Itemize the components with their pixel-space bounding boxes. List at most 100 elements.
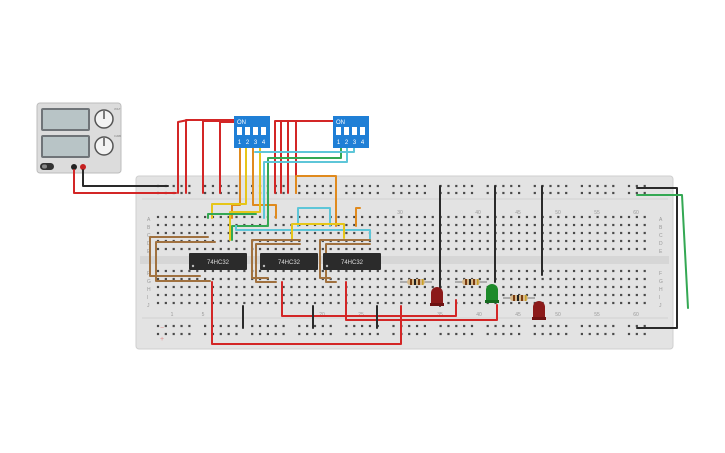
switch-wire[interactable] bbox=[177, 119, 189, 194]
rail-wire[interactable] bbox=[636, 187, 678, 329]
output-wire[interactable] bbox=[345, 281, 498, 321]
switch-output-wire[interactable] bbox=[254, 146, 355, 153]
breadboard-hole bbox=[298, 293, 301, 297]
bench-power-supply-icon[interactable]: VOLT CURR bbox=[36, 102, 122, 174]
breadboard-hole bbox=[596, 277, 599, 281]
brown-wire[interactable] bbox=[155, 241, 216, 282]
switch-wire[interactable] bbox=[219, 121, 241, 194]
breadboard-hole bbox=[525, 285, 529, 289]
rail-hole bbox=[235, 324, 238, 328]
rail-hole bbox=[361, 324, 364, 328]
switch-output-wire[interactable] bbox=[207, 213, 257, 219]
positive-terminal-icon[interactable] bbox=[80, 164, 86, 170]
breadboard-hole bbox=[447, 293, 450, 297]
breadboard-hole bbox=[290, 215, 293, 219]
led-green[interactable] bbox=[485, 284, 499, 303]
breadboard-hole bbox=[274, 223, 277, 227]
rail-hole bbox=[353, 324, 356, 328]
rail-hole bbox=[313, 332, 317, 336]
breadboard-hole bbox=[219, 223, 222, 227]
breadboard-hole bbox=[156, 223, 160, 227]
switch-output-wire[interactable] bbox=[291, 223, 345, 241]
switch-output-wire[interactable] bbox=[297, 207, 331, 227]
breadboard-hole bbox=[620, 293, 623, 297]
negative-terminal-icon[interactable] bbox=[71, 164, 77, 170]
rail-hole bbox=[510, 184, 513, 188]
breadboard-hole bbox=[227, 231, 230, 235]
breadboard-hole bbox=[533, 239, 536, 243]
switch-output-wire[interactable] bbox=[295, 175, 337, 227]
switch-toggle[interactable] bbox=[245, 127, 250, 135]
breadboard-hole bbox=[313, 285, 317, 289]
switch-toggle[interactable] bbox=[352, 127, 357, 135]
breadboard-hole bbox=[565, 239, 568, 243]
breadboard-hole bbox=[549, 223, 552, 227]
switch-toggle[interactable] bbox=[336, 127, 341, 135]
switch-toggle[interactable] bbox=[344, 127, 349, 135]
switch-wire[interactable] bbox=[274, 120, 336, 194]
breadboard-hole bbox=[423, 239, 426, 243]
breadboard-hole bbox=[572, 231, 576, 235]
switch-output-wire[interactable] bbox=[229, 146, 261, 241]
brown-wire[interactable] bbox=[255, 243, 301, 283]
breadboard-hole bbox=[156, 269, 160, 273]
switch-toggle[interactable] bbox=[237, 127, 242, 135]
breadboard-hole bbox=[627, 293, 631, 297]
output-wire[interactable] bbox=[211, 281, 402, 345]
brown-wire[interactable] bbox=[251, 239, 301, 279]
switch-output-wire[interactable] bbox=[355, 207, 361, 227]
breadboard-hole bbox=[565, 223, 568, 227]
rail-hole bbox=[361, 191, 364, 195]
ground-wire[interactable] bbox=[82, 169, 169, 187]
rail-hole bbox=[627, 184, 631, 188]
resistor-2[interactable] bbox=[455, 279, 487, 285]
rail-wire[interactable] bbox=[636, 194, 689, 309]
led-red-1[interactable] bbox=[430, 287, 444, 306]
switch-output-wire[interactable] bbox=[235, 225, 371, 241]
breadboard-hole bbox=[376, 269, 379, 273]
brown-wire[interactable] bbox=[149, 236, 209, 277]
resistor-1[interactable] bbox=[400, 279, 432, 285]
breadboard-hole bbox=[227, 269, 230, 273]
rail-hole bbox=[298, 324, 301, 328]
rail-hole bbox=[565, 191, 568, 195]
led-red-2[interactable] bbox=[532, 301, 546, 320]
switch-output-wire[interactable] bbox=[263, 146, 348, 219]
row-letter: J bbox=[147, 303, 150, 309]
chip-74hc32-3[interactable]: 74HC32 bbox=[323, 253, 381, 270]
breadboard-hole bbox=[423, 293, 426, 297]
breadboard-hole bbox=[518, 277, 521, 281]
breadboard-hole bbox=[533, 277, 536, 281]
switch-toggle[interactable] bbox=[360, 127, 365, 135]
breadboard-hole bbox=[337, 231, 340, 235]
switch-output-wire[interactable] bbox=[231, 146, 342, 241]
ground-wire[interactable] bbox=[73, 169, 177, 194]
breadboard-hole bbox=[376, 285, 379, 289]
switch-toggle[interactable] bbox=[253, 127, 258, 135]
breadboard-hole bbox=[306, 239, 309, 243]
breadboard-hole bbox=[235, 277, 238, 281]
breadboard-hole bbox=[541, 277, 544, 281]
rail-hole bbox=[345, 324, 348, 328]
breadboard-hole bbox=[431, 277, 434, 281]
output-wire[interactable] bbox=[281, 281, 457, 317]
switch-toggle[interactable] bbox=[261, 127, 266, 135]
switch-output-wire[interactable] bbox=[211, 146, 247, 219]
breadboard-hole bbox=[580, 231, 583, 235]
breadboard-hole bbox=[627, 223, 631, 227]
dip-switch-1[interactable]: ON 1 2 3 4 bbox=[234, 116, 270, 148]
rail-hole bbox=[415, 324, 419, 328]
breadboard-hole bbox=[478, 215, 481, 219]
dip-switch-2[interactable]: ON 1 2 3 4 bbox=[333, 116, 369, 148]
breadboard-hole bbox=[470, 301, 474, 305]
chip-74hc32-2[interactable]: 74HC32 bbox=[260, 253, 318, 270]
breadboard-hole bbox=[447, 231, 450, 235]
breadboard-hole bbox=[227, 277, 230, 281]
resistor-3[interactable] bbox=[503, 295, 535, 301]
breadboard-hole bbox=[306, 301, 309, 305]
rail-hole bbox=[588, 184, 591, 188]
breadboard-hole bbox=[156, 231, 160, 235]
rail-hole bbox=[235, 191, 238, 195]
chip-74hc32-1[interactable]: 74HC32 bbox=[189, 253, 247, 270]
rail-hole bbox=[251, 332, 254, 336]
